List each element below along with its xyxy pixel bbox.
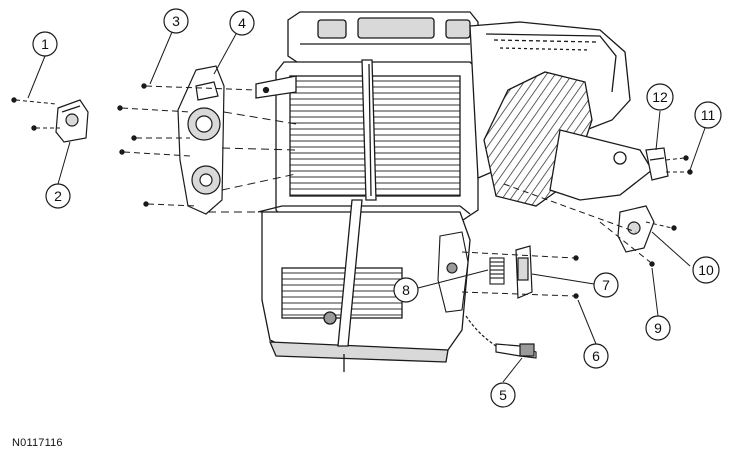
svg-text:1: 1 <box>41 36 49 52</box>
svg-text:11: 11 <box>701 107 716 123</box>
hvac-main-housing <box>255 11 653 372</box>
svg-text:6: 6 <box>592 348 600 364</box>
svg-text:2: 2 <box>54 188 62 204</box>
callout-6: 6 <box>583 343 609 369</box>
leader-lines <box>27 31 706 383</box>
figure-code: N0117116 <box>12 437 63 449</box>
temperature-sensor <box>465 315 537 359</box>
callout-11: 11 <box>694 101 722 129</box>
svg-text:8: 8 <box>402 282 410 298</box>
svg-text:10: 10 <box>698 262 714 278</box>
svg-text:5: 5 <box>499 387 507 403</box>
svg-text:7: 7 <box>602 277 610 293</box>
callout-12: 12 <box>646 83 674 111</box>
svg-text:3: 3 <box>172 13 180 29</box>
callout-2: 2 <box>45 183 71 209</box>
callout-8: 8 <box>393 277 419 303</box>
callout-5: 5 <box>490 382 516 408</box>
callout-10: 10 <box>692 256 720 284</box>
callout-7: 7 <box>593 272 619 298</box>
door-actuator-plate <box>177 65 225 215</box>
actuator-left <box>55 99 89 143</box>
callout-1: 1 <box>32 31 58 57</box>
svg-text:12: 12 <box>652 89 668 105</box>
bracket-component <box>515 245 533 299</box>
small-bracket <box>645 147 669 181</box>
actuator-right <box>617 205 655 253</box>
callout-3: 3 <box>163 8 189 34</box>
callout-4: 4 <box>229 10 255 36</box>
svg-text:4: 4 <box>238 15 246 31</box>
svg-text:9: 9 <box>654 320 662 336</box>
callout-9: 9 <box>645 315 671 341</box>
screws-and-alignment-lines <box>11 83 693 299</box>
gear-component <box>437 231 505 313</box>
